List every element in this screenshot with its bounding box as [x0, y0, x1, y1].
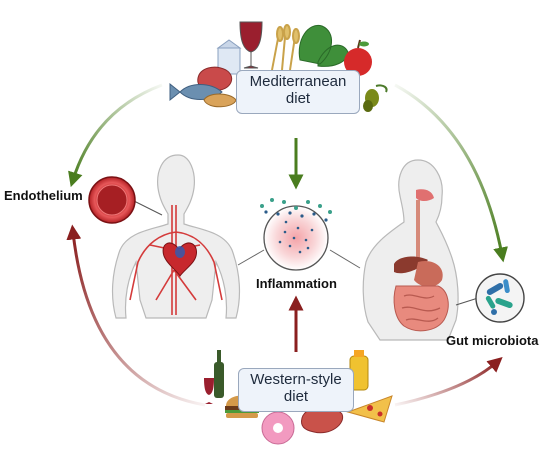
donut-icon: [261, 411, 295, 445]
gut-microbiota-label: Gut microbiota: [446, 333, 539, 348]
mediterranean-diet-box: Mediterranean diet: [236, 70, 360, 114]
wheat-icon: [271, 24, 300, 71]
western-diet-label-line2: diet: [283, 387, 309, 405]
inflammation-icon: [237, 198, 361, 271]
endothelium-label: Endothelium: [4, 188, 83, 203]
inflammation-label: Inflammation: [256, 276, 337, 291]
wine-glass-icon: [204, 378, 214, 404]
arrow-western-to-gut: [394, 357, 503, 407]
human-body-left: [111, 154, 241, 319]
microbiota-icon: [455, 273, 525, 323]
heart-icon: [162, 242, 197, 277]
arrow-western-to-endothelium: [66, 224, 206, 407]
mediterranean-diet-label-line2: diet: [285, 89, 311, 107]
arrow-med-to-endothelium: [68, 83, 163, 188]
wine-bottle-icon: [214, 350, 224, 398]
liver-icon: [394, 256, 428, 274]
wine-glass-icon: [239, 21, 263, 69]
spinach-icon: [298, 24, 349, 67]
olive-icon: [363, 84, 388, 112]
endothelium-vessel-icon: [88, 176, 163, 224]
western-foods: [204, 350, 393, 445]
arrow-med-to-gut: [394, 83, 508, 263]
western-diet-box: Western-style diet: [238, 368, 354, 412]
bread-icon: [203, 93, 237, 108]
human-body-right: [362, 159, 459, 341]
mouth-icon: [416, 189, 434, 201]
stomach-icon: [414, 260, 443, 287]
mediterranean-diet-label-line1: Mediterranean: [249, 73, 347, 90]
apple-icon: [344, 39, 372, 76]
western-diet-label-line1: Western-style: [250, 371, 342, 388]
